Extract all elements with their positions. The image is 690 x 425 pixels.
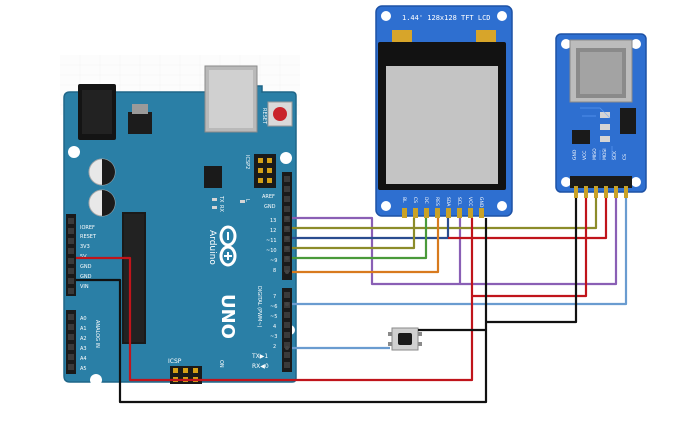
sd-pin-label-miso: MISO — [592, 148, 598, 160]
lcd-pin-label-cs: CS — [412, 197, 418, 203]
wire-gnd-sd — [486, 198, 578, 324]
sd-pin-label-sck: SCK — [612, 150, 618, 160]
pin-label-3: ~3 — [270, 334, 277, 340]
pin-label-gnd1: GND — [80, 264, 92, 270]
mounting-hole — [90, 374, 102, 386]
pin-label-a5: A5 — [80, 366, 87, 372]
lcd-pin-label-scl: SCL — [456, 197, 462, 206]
level-shifter-chip — [620, 108, 636, 134]
sd-pin-label-vcc: VCC — [582, 151, 588, 160]
voltage-regulator — [128, 112, 152, 134]
pin-label-6: ~6 — [270, 304, 277, 310]
lcd-pin-label-dc: DC — [423, 197, 429, 204]
pin-label-10: ~10 — [266, 248, 277, 254]
arduino-brand: Arduino — [207, 230, 217, 265]
wire-d8-lcd-res — [292, 218, 440, 274]
pin-label-2: 2 — [273, 344, 276, 350]
wire-sck-sd — [460, 198, 618, 286]
rx-label: RX — [218, 205, 224, 212]
tx-label: TX — [218, 195, 224, 203]
sd-pins — [574, 186, 628, 198]
pin-label-a1: A1 — [80, 326, 87, 332]
pin-label-3v3: 3V3 — [80, 244, 90, 250]
pin-label-a0: A0 — [80, 316, 87, 322]
sd-pin-label-gnd: GND — [572, 149, 578, 160]
wire-d10-lcd-cs — [292, 218, 416, 250]
wire-d7-sd-cs — [292, 198, 628, 306]
uno-label: UNO — [217, 294, 238, 339]
power-header — [66, 214, 76, 296]
wire-5v-sd — [472, 198, 588, 298]
pin-label-rx0: RX◀0 — [252, 363, 269, 370]
wire-gnd-black — [76, 218, 488, 404]
sd-pin-label-cs: CS — [622, 154, 628, 160]
pin-label-8: 8 — [273, 268, 276, 274]
status-leds — [212, 198, 245, 209]
pin-label-11: ~11 — [266, 238, 277, 244]
wire-d13-lcd-scl — [292, 216, 462, 286]
lcd-title: 1.44' 128x128 TFT LCD — [402, 14, 491, 22]
pin-label-reset: RESET — [80, 234, 97, 240]
pin-label-9: ~9 — [270, 258, 277, 264]
tft-lcd-module: 1.44' 128x128 TFT LCD BL CS DC RES SDA S… — [375, 5, 513, 218]
pin-label-12: 12 — [270, 228, 276, 234]
digital-pin-labels: AREF GND 13 12 ~11 ~10 ~9 8 7 ~6 ~5 4 ~3… — [251, 194, 277, 370]
capacitor — [88, 189, 116, 217]
arduino-uno-board: RESET ICSP2 — [63, 65, 297, 386]
lcd-pin-label-vcc: VCC — [467, 197, 473, 206]
icsp2-header — [254, 154, 276, 188]
wire-d12-sd-miso — [292, 198, 598, 230]
on-label: ON — [218, 360, 224, 368]
icsp-label: ICSP — [168, 358, 182, 365]
wire-mosi-sd — [448, 198, 608, 240]
lcd-pin-label-bl: BL — [401, 197, 407, 203]
capacitor — [88, 158, 116, 186]
lcd-pin-label-sda: SDA — [445, 197, 451, 207]
pin-label-4: 4 — [273, 324, 276, 330]
arduino-logo — [219, 225, 237, 267]
pin-label-a3: A3 — [80, 346, 87, 352]
analog-in-label: ANALOG IN — [94, 320, 100, 348]
lcd-pin-labels: BL CS DC RES SDA SCL VCC GND — [401, 197, 484, 208]
pin-label-ioref: IOREF — [80, 225, 95, 231]
usb-chip — [204, 166, 222, 188]
mounting-hole — [280, 152, 292, 164]
sd-pin-label-mosi: MOSI — [602, 148, 608, 160]
pin-label-gnd2: GND — [80, 274, 92, 280]
pin-label-5: ~5 — [270, 314, 277, 320]
wire-d9-lcd-dc — [292, 218, 428, 260]
reset-label: RESET — [261, 108, 267, 125]
wire-5v-red — [76, 218, 474, 382]
sd-pin-labels: GND VCC MISO MOSI SCK CS — [572, 148, 628, 160]
digital-header-bottom — [282, 288, 292, 372]
pin-label-a2: A2 — [80, 336, 87, 342]
regulator-chip — [572, 130, 590, 144]
lcd-pin-label-res: RES — [434, 197, 440, 206]
digital-label: DIGITAL (PWM~) — [256, 286, 262, 328]
pin-label-tx1: TX▶1 — [251, 353, 268, 360]
pin-label-13: 13 — [270, 218, 276, 224]
pin-label-a4: A4 — [80, 356, 87, 362]
l-label: L — [244, 199, 250, 202]
icsp2-label: ICSP2 — [244, 155, 250, 169]
lcd-pin-label-gnd: GND — [478, 197, 484, 208]
mounting-hole — [68, 146, 80, 158]
pin-label-gnd: GND — [264, 204, 276, 210]
sd-card-module: GND VCC MISO MOSI SCK CS — [555, 33, 647, 198]
icsp-header — [170, 366, 202, 384]
wire-end-dots — [285, 216, 289, 350]
lcd-pins — [402, 208, 484, 218]
push-button[interactable] — [388, 327, 422, 351]
analog-pin-labels: A0 A1 A2 A3 A4 A5 — [80, 316, 87, 372]
pin-label-aref: AREF — [262, 194, 275, 200]
pin-label-vin: VIN — [80, 284, 89, 290]
analog-header — [66, 310, 76, 374]
pin-label-7: 7 — [273, 294, 276, 300]
wires — [76, 198, 628, 404]
